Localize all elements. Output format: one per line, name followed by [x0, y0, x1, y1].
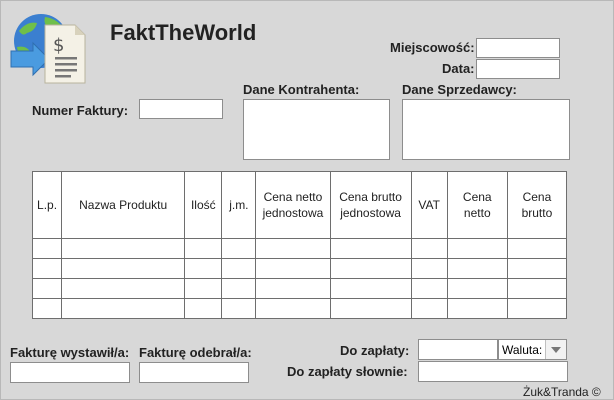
table-cell-vat[interactable]: [410, 278, 448, 299]
table-cell-unit-net-price[interactable]: [255, 278, 331, 299]
table-cell-unit[interactable]: [221, 278, 257, 299]
table-cell-quantity[interactable]: [184, 278, 223, 299]
table-row: [31, 258, 568, 279]
table-cell-vat[interactable]: [410, 258, 448, 279]
app-title: FaktTheWorld: [110, 20, 257, 45]
table-cell-lp[interactable]: [31, 238, 63, 259]
column-header-unit-net-price: Cena netto jednostowa: [255, 171, 331, 239]
contractor-label: Dane Kontrahenta:: [243, 82, 360, 97]
place-label: Miejscowość:: [390, 40, 475, 55]
place-input[interactable]: [476, 38, 560, 58]
received-by-input[interactable]: [139, 362, 249, 383]
table-cell-unit-net-price[interactable]: [255, 258, 331, 279]
table-cell-unit-gross-price[interactable]: [329, 238, 412, 259]
table-cell-lp[interactable]: [31, 278, 63, 299]
seller-textarea[interactable]: [402, 99, 570, 160]
svg-text:$: $: [53, 35, 64, 56]
table-cell-gross-price[interactable]: [506, 238, 568, 259]
table-cell-gross-price[interactable]: [506, 258, 568, 279]
table-cell-product-name[interactable]: [61, 238, 186, 259]
to-pay-words-label: Do zapłaty słownie:: [287, 364, 408, 379]
invoice-number-label: Numer Faktury:: [32, 103, 129, 118]
table-cell-unit-gross-price[interactable]: [329, 298, 412, 319]
table-cell-unit[interactable]: [221, 258, 257, 279]
chevron-down-icon[interactable]: [545, 340, 566, 359]
table-row: [31, 298, 568, 319]
table-cell-gross-price[interactable]: [506, 298, 568, 319]
to-pay-input[interactable]: [418, 339, 498, 360]
date-label: Data:: [442, 61, 475, 76]
table-row: [31, 278, 568, 299]
to-pay-label: Do zapłaty:: [340, 343, 410, 358]
table-cell-unit[interactable]: [221, 238, 257, 259]
table-cell-quantity[interactable]: [184, 238, 223, 259]
column-header-unit: j.m.: [221, 171, 257, 239]
received-by-label: Fakturę odebrał/a:: [139, 345, 252, 360]
table-cell-product-name[interactable]: [61, 278, 186, 299]
table-cell-unit-net-price[interactable]: [255, 238, 331, 259]
table-cell-net-price[interactable]: [446, 278, 508, 299]
issued-by-label: Fakturę wystawił/a:: [10, 345, 130, 360]
invoice-number-input[interactable]: [139, 99, 223, 119]
column-header-quantity: Ilość: [184, 171, 223, 239]
column-header-lp: L.p.: [31, 171, 63, 239]
column-header-net-price: Cena netto: [446, 171, 508, 239]
table-cell-quantity[interactable]: [184, 298, 223, 319]
table-cell-net-price[interactable]: [446, 258, 508, 279]
table-cell-product-name[interactable]: [61, 298, 186, 319]
table-cell-quantity[interactable]: [184, 258, 223, 279]
column-header-vat: VAT: [410, 171, 448, 239]
contractor-textarea[interactable]: [243, 99, 390, 160]
table-cell-vat[interactable]: [410, 238, 448, 259]
seller-label: Dane Sprzedawcy:: [402, 82, 517, 97]
credit-text: Żuk&Tranda ©: [523, 385, 601, 399]
column-header-gross-price: Cena brutto: [506, 171, 568, 239]
table-cell-vat[interactable]: [410, 298, 448, 319]
column-header-unit-gross-price: Cena brutto jednostowa: [329, 171, 412, 239]
issued-by-input[interactable]: [10, 362, 130, 383]
table-cell-lp[interactable]: [31, 258, 63, 279]
table-cell-unit-gross-price[interactable]: [329, 258, 412, 279]
column-header-product-name: Nazwa Produktu: [61, 171, 186, 239]
table-cell-unit-net-price[interactable]: [255, 298, 331, 319]
globe-invoice-icon: $: [7, 7, 87, 85]
to-pay-words-input[interactable]: [418, 361, 568, 382]
table-cell-unit-gross-price[interactable]: [329, 278, 412, 299]
table-cell-net-price[interactable]: [446, 238, 508, 259]
table-cell-unit[interactable]: [221, 298, 257, 319]
date-input[interactable]: [476, 59, 560, 79]
table-cell-net-price[interactable]: [446, 298, 508, 319]
currency-select[interactable]: Waluta:: [498, 339, 567, 360]
table-cell-product-name[interactable]: [61, 258, 186, 279]
table-cell-lp[interactable]: [31, 298, 63, 319]
table-row: [31, 238, 568, 259]
currency-selected-value: Waluta:: [502, 343, 543, 357]
table-cell-gross-price[interactable]: [506, 278, 568, 299]
